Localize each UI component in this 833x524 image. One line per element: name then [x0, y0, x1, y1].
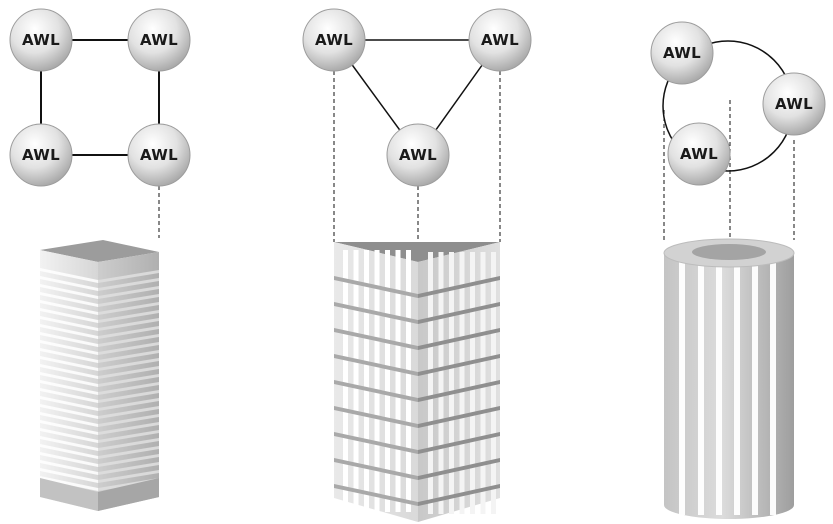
node-label: AWL	[481, 31, 519, 49]
awl-node: AWL	[667, 122, 731, 186]
awl-node: AWL	[302, 8, 366, 72]
node-label: AWL	[22, 146, 60, 164]
awl-node: AWL	[9, 123, 73, 187]
node-label: AWL	[663, 44, 701, 62]
awl-node: AWL	[386, 123, 450, 187]
square-topology: AWL AWL AWL AWL	[9, 8, 191, 511]
node-label: AWL	[315, 31, 353, 49]
awl-node: AWL	[9, 8, 73, 72]
node-label: AWL	[399, 146, 437, 164]
cylinder-building-illustration	[663, 238, 795, 519]
building-window-grid	[334, 250, 500, 514]
triangle-building-illustration	[334, 242, 500, 522]
square-building-illustration	[40, 240, 159, 511]
projection-lines	[663, 100, 795, 252]
awl-node: AWL	[468, 8, 532, 72]
awl-node: AWL	[127, 8, 191, 72]
node-label: AWL	[22, 31, 60, 49]
node-label: AWL	[775, 95, 813, 113]
node-label: AWL	[680, 145, 718, 163]
building-column-stripes	[679, 260, 776, 515]
node-label: AWL	[140, 31, 178, 49]
triangle-topology: AWL AWL AWL	[302, 8, 532, 522]
node-label: AWL	[140, 146, 178, 164]
awl-node: AWL	[127, 123, 191, 187]
ring-topology: AWL AWL AWL	[650, 21, 826, 519]
awl-node: AWL	[650, 21, 714, 85]
building-floor-stripes	[40, 268, 159, 491]
projection-lines	[333, 71, 501, 250]
awl-node: AWL	[762, 72, 826, 136]
